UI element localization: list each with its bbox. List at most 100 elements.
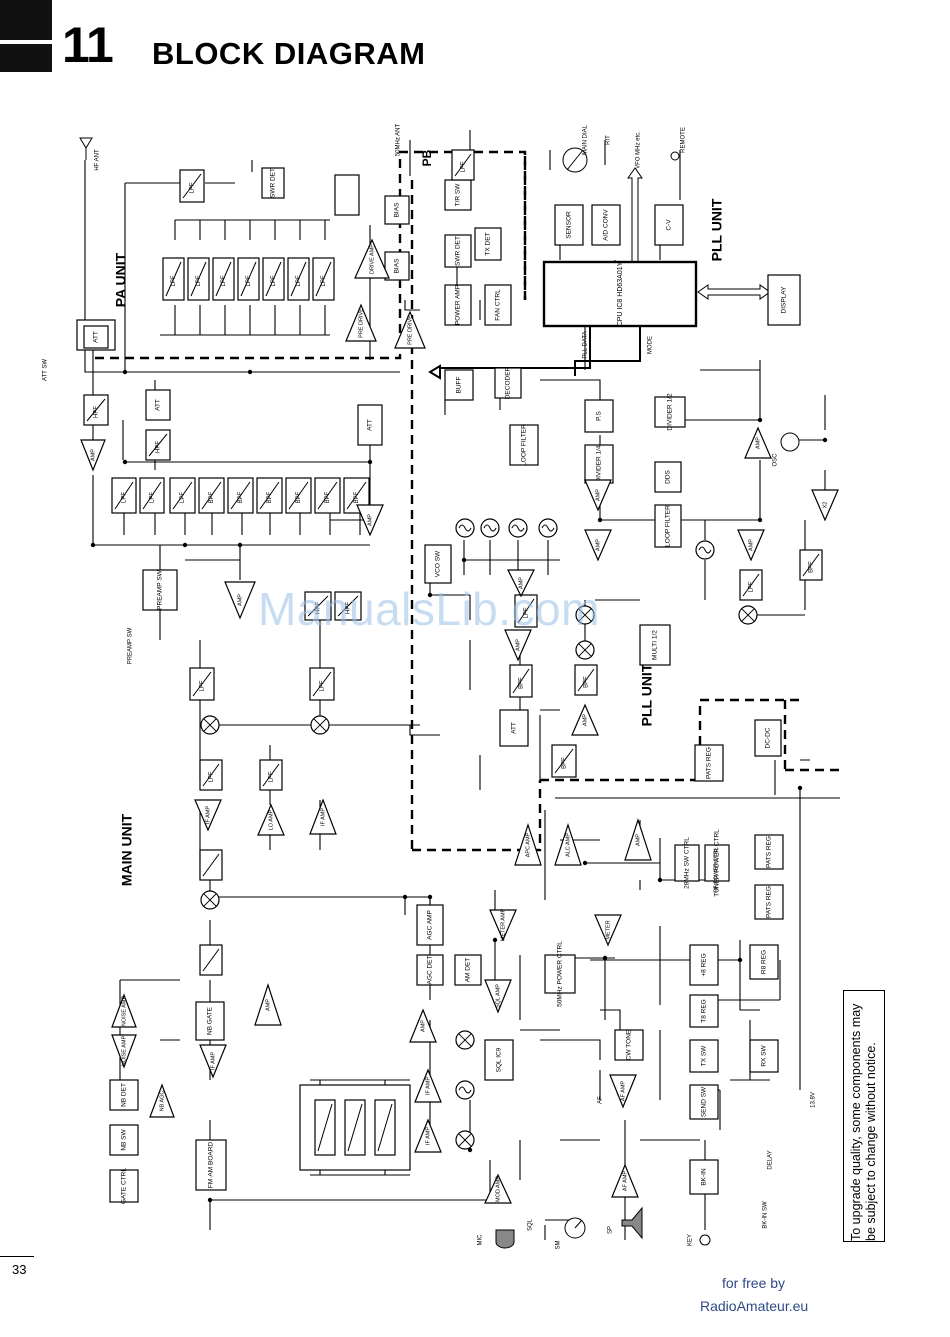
rx-amp-2-triangle	[356, 504, 384, 537]
junction-dot	[822, 437, 828, 443]
att-sw-label: ATT SW	[43, 359, 49, 381]
rx-amp-2-label: AMP	[367, 514, 373, 526]
wire	[159, 545, 241, 640]
key-jack-icon	[699, 1234, 711, 1246]
nb-sw-box	[109, 1124, 139, 1156]
pa-lpf-main-slash	[182, 173, 202, 199]
pll-amp-q24-label: AMP	[515, 639, 521, 651]
pll-mixer-ic17-cross-b	[741, 608, 755, 622]
speaker-label: SP	[608, 1226, 614, 1234]
main-if-amp-3-triangle	[199, 1044, 227, 1079]
rx-hpf-4-slash	[337, 595, 359, 617]
loop-filter-2-box	[654, 504, 682, 548]
tuner-power-ctrl-box	[704, 844, 730, 882]
junction-dot	[207, 1197, 213, 1203]
pll-bpf-4-slash	[554, 748, 574, 774]
pa-band-lpf-label: LPF	[221, 275, 227, 286]
main-if-amp-1-label: IF AMP	[205, 806, 211, 824]
unit-boundary	[95, 150, 527, 360]
dds-box	[654, 461, 682, 493]
wire	[479, 709, 560, 790]
rx-hpf-3-slash	[307, 595, 329, 617]
preamp-sw-block-box	[142, 569, 178, 611]
filter-bank-1-slash	[347, 1103, 363, 1152]
sw-28-ctrl-label: 28MHz SW CTRL	[684, 837, 691, 889]
cv-box	[654, 204, 684, 246]
sql-amp-triangle	[484, 979, 512, 1014]
dds-label: DDS	[665, 469, 672, 483]
pll-amp-q32-label: AMP	[748, 539, 754, 551]
key-label: KEY	[688, 1234, 694, 1246]
loop-filter-2-label: LOOP FILTER	[665, 505, 672, 547]
noise-amp-2-label: NOISE AMP	[121, 1036, 127, 1067]
t8-reg-label: T8 REG	[701, 999, 708, 1022]
junction-dot	[602, 955, 608, 961]
noise-amp-1-triangle	[111, 993, 137, 1028]
am-det-label: AM DET	[465, 958, 472, 983]
display-box	[767, 274, 801, 326]
pats-reg-2-box	[754, 834, 784, 870]
r8-reg-label: R8 REG	[761, 950, 768, 974]
prescaler-label: P.S	[596, 411, 603, 421]
section-tab	[0, 0, 52, 72]
vco-sw-label: VCO SW	[435, 550, 442, 577]
af-amp-2-label: AF AMP	[622, 1171, 628, 1192]
pa-power-amp-box	[444, 284, 472, 326]
pa-band-lpf-slash	[190, 261, 207, 297]
pa-pre-drive-50-label: PRE DRIVE	[407, 315, 413, 345]
prescaler-box	[584, 399, 614, 433]
main-lpf-lo-label: LPF	[269, 771, 275, 782]
main-amp-q22-label: AMP	[265, 999, 271, 1011]
mic-icon	[495, 1229, 515, 1249]
sm-needle	[574, 1219, 583, 1229]
rx-lpf-4-slash	[312, 671, 332, 697]
nb-det-box	[109, 1079, 139, 1111]
rit-label: RIT	[606, 135, 612, 145]
gate-ctrl-box	[109, 1169, 139, 1203]
meter-amp-triangle	[489, 909, 517, 942]
remote-jack-icon	[670, 151, 680, 161]
att-2-box	[145, 389, 171, 421]
pa-band-lpf-label: LPF	[321, 275, 327, 286]
pll-amp-q26-triangle	[584, 479, 612, 512]
cw-tone-label: CW TONE	[626, 1029, 633, 1060]
notice-box: To upgrade quality, some components may …	[843, 990, 885, 1242]
bk-in-box	[689, 1159, 719, 1195]
pats-ctrl-label: PATS REG	[766, 886, 773, 918]
junction-dot	[427, 592, 433, 598]
pa-band-lpf-label: LPF	[171, 275, 177, 286]
sql-amp-label: SQL AMP	[495, 984, 501, 1008]
pats-reg-1-label: PATS REG	[706, 747, 713, 779]
forward-amp-label: AMP	[635, 834, 641, 846]
pa-pre-drive-triangle	[345, 303, 377, 342]
rx-bpf-label: BPF	[354, 491, 360, 503]
bk-in-label: BK-IN	[701, 1168, 708, 1186]
loop-filter-1-label: LOOP FILTER	[521, 424, 528, 466]
pll-mixer-ic18-cross-b	[578, 643, 592, 657]
rx-bpf-slash	[317, 481, 338, 510]
wire	[92, 340, 370, 546]
pa-band-lpf-slash	[315, 261, 332, 297]
junction-dot	[467, 1147, 473, 1153]
forward-amp-triangle	[624, 818, 652, 861]
page-number-rule	[0, 1256, 34, 1257]
pa-tr-sw-label: T/R SW	[455, 183, 462, 207]
hf-antenna-label: HF ANT	[95, 149, 101, 171]
power-ctrl-50-label: 50MHz POWER CTRL	[557, 941, 564, 1007]
hf-antenna-icon	[79, 137, 93, 160]
main-if-amp-3-label: IF AMP	[210, 1052, 216, 1070]
pll-bpf-label: BPF	[809, 561, 815, 573]
wire	[774, 759, 810, 1090]
pa-pre-drive-label: PRE DRIVE	[358, 308, 364, 338]
t8-reg-box	[689, 994, 719, 1028]
pa-band-lpf-label: LPF	[271, 275, 277, 286]
pa-power-amp-label: POWER AMP	[455, 285, 462, 325]
ad-conv-label: A/D CONV	[603, 209, 610, 241]
wire	[494, 890, 615, 1020]
pa-tx-det-box	[474, 227, 502, 261]
bfo-osc-wave	[458, 1086, 472, 1094]
pa-rf-amp-box	[334, 174, 360, 216]
rx-bpf-slash	[288, 481, 309, 510]
pll-amp-q34-triangle	[744, 426, 772, 459]
